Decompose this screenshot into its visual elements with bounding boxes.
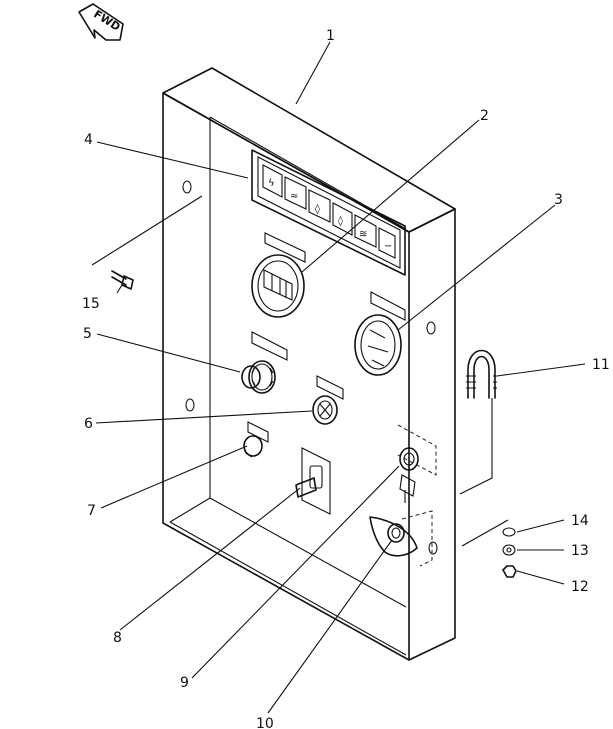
- u-bolt: [459, 349, 497, 495]
- callout-12: 12: [571, 579, 589, 595]
- hardware-stack: [461, 519, 517, 578]
- mounting-hole: [185, 398, 195, 412]
- callout-9: 9: [180, 675, 189, 691]
- lamp-symbol-oil: ≈: [290, 191, 298, 202]
- callout-2: 2: [480, 108, 489, 124]
- flat-washer: [502, 544, 516, 556]
- mounting-hole: [428, 541, 438, 555]
- callout-7: 7: [87, 503, 96, 519]
- callout-11: 11: [592, 357, 610, 373]
- callout-1: 1: [326, 28, 335, 44]
- push-button: [243, 421, 269, 458]
- curved-plate-switch: [369, 510, 433, 567]
- callout-5: 5: [83, 326, 92, 342]
- hex-nut: [502, 565, 517, 578]
- leader-lines: [95, 41, 586, 714]
- callout-13: 13: [571, 543, 589, 559]
- water-temperature-gauge: [354, 291, 406, 376]
- mounting-hole: [426, 321, 436, 335]
- bolt: [91, 195, 203, 290]
- spring-washer: [502, 527, 516, 537]
- side-switch: [397, 424, 437, 503]
- lamp-symbol-fuel: ◊: [338, 215, 343, 227]
- callout-4: 4: [84, 132, 93, 148]
- hour-meter: [251, 232, 306, 318]
- lamp-symbol-preheat: ≋: [359, 229, 367, 240]
- fwd-direction-tag: FWD: [78, 3, 124, 41]
- callout-3: 3: [554, 192, 563, 208]
- lamp-symbol-charge: ϟ: [268, 178, 275, 189]
- toggle-switch: [295, 447, 331, 515]
- lamp-symbol-water: ◊: [315, 203, 320, 215]
- lamp-symbol-level: −: [384, 241, 392, 252]
- callout-numbers: 1 2 3 4 5 6 7 8 9 10 11 12 13 14 15: [82, 28, 610, 729]
- mounting-hole: [182, 180, 192, 194]
- indicator-lamp-strip: ϟ ≈ ◊ ◊ ≋ −: [251, 149, 406, 276]
- indicator-lamps: ϟ ≈ ◊ ◊ ≋ −: [262, 164, 396, 259]
- fwd-label: FWD: [91, 7, 122, 33]
- callout-10: 10: [256, 716, 274, 729]
- callout-14: 14: [571, 513, 589, 529]
- small-switch: [312, 375, 344, 425]
- callout-15: 15: [82, 296, 100, 312]
- callout-8: 8: [113, 630, 122, 646]
- panel-box: [162, 67, 456, 661]
- callout-6: 6: [84, 416, 93, 432]
- rotary-switch: [241, 331, 288, 394]
